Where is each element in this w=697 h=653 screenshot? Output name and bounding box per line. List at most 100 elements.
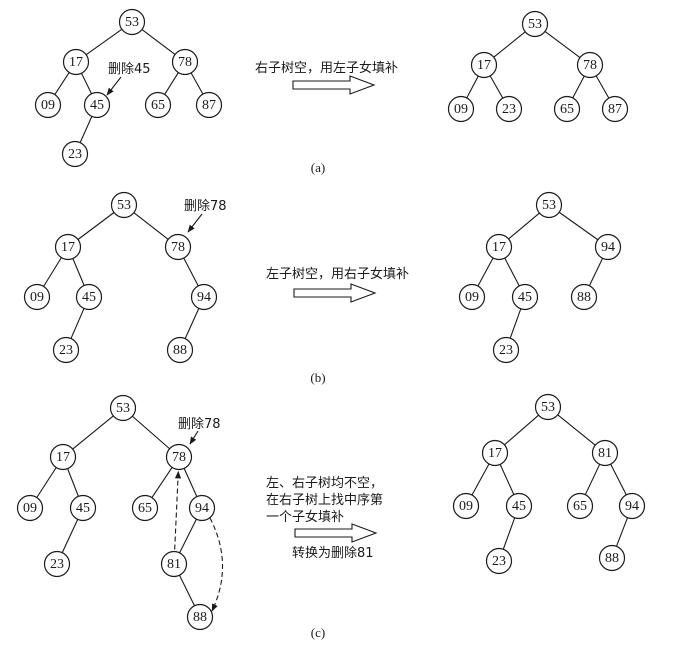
edge-45-23 xyxy=(61,519,79,553)
node-label: 88 xyxy=(577,290,591,305)
edge-17-09 xyxy=(477,257,494,287)
node-circle xyxy=(49,443,77,471)
node-53: 53 xyxy=(535,191,563,219)
node-09: 09 xyxy=(447,95,475,123)
node-17: 17 xyxy=(62,48,90,76)
edge-17-09 xyxy=(466,75,479,99)
edge-78-65 xyxy=(572,75,585,99)
node-17: 17 xyxy=(485,233,513,261)
node-circle xyxy=(511,283,539,311)
node-circle xyxy=(535,191,563,219)
node-88: 88 xyxy=(166,336,194,364)
node-65: 65 xyxy=(131,494,159,522)
node-label: 65 xyxy=(138,501,152,516)
node-circle xyxy=(452,492,480,520)
node-94: 94 xyxy=(594,233,622,261)
node-label: 09 xyxy=(459,499,473,514)
node-label: 17 xyxy=(477,58,491,73)
node-label: 45 xyxy=(518,290,532,305)
edge-53-78 xyxy=(132,415,170,450)
node-circle xyxy=(34,91,62,119)
node-circle xyxy=(62,48,90,76)
node-87: 87 xyxy=(195,91,223,119)
node-circle xyxy=(618,492,646,520)
node-65: 65 xyxy=(553,95,581,123)
node-circle xyxy=(186,603,214,631)
node-circle xyxy=(576,51,604,79)
edge-53-78 xyxy=(544,31,581,58)
dashed-arrow-94-88 xyxy=(209,517,224,612)
edge-81-94 xyxy=(610,463,627,496)
edge-78-87 xyxy=(190,72,204,95)
node-label: 53 xyxy=(542,198,556,213)
node-label: 09 xyxy=(23,501,37,516)
node-circle xyxy=(43,550,71,578)
annotation-a-text: 删除45 xyxy=(108,62,151,77)
node-circle xyxy=(131,494,159,522)
edge-94-88 xyxy=(588,258,604,286)
node-label: 23 xyxy=(68,147,82,162)
edge-17-09 xyxy=(471,463,490,496)
node-circle xyxy=(23,283,51,311)
edge-78-94 xyxy=(183,257,199,287)
caption-c: (c) xyxy=(311,625,325,640)
edge-94-88 xyxy=(184,308,200,339)
node-label: 17 xyxy=(488,446,502,461)
edge-53-94 xyxy=(558,211,599,241)
node-78: 78 xyxy=(576,51,604,79)
node-circle xyxy=(165,443,193,471)
operation-c-note: 转换为删除81 xyxy=(292,546,374,561)
node-circle xyxy=(570,283,598,311)
node-label: 53 xyxy=(541,400,555,415)
edge-78-65 xyxy=(151,467,173,498)
edge-53-78 xyxy=(141,29,176,55)
node-circle xyxy=(166,336,194,364)
node-circle xyxy=(492,336,520,364)
operation-c-line-2: 在右子树上找中序第 xyxy=(266,493,383,508)
node-label: 94 xyxy=(197,290,211,305)
edge-53-81 xyxy=(557,414,596,446)
annotation-b: 删除78 xyxy=(184,199,227,233)
node-87: 87 xyxy=(601,95,629,123)
node-label: 53 xyxy=(117,198,131,213)
edge-17-45 xyxy=(67,468,79,497)
node-09: 09 xyxy=(458,283,486,311)
node-65: 65 xyxy=(566,492,594,520)
annotation-a-pointer xyxy=(106,76,122,96)
node-label: 17 xyxy=(492,240,506,255)
node-label: 65 xyxy=(151,98,165,113)
node-label: 81 xyxy=(598,446,612,461)
node-09: 09 xyxy=(23,283,51,311)
node-label: 23 xyxy=(59,343,73,358)
node-88: 88 xyxy=(598,544,626,572)
node-circle xyxy=(171,48,199,76)
node-45: 45 xyxy=(83,91,111,119)
node-17: 17 xyxy=(470,51,498,79)
node-45: 45 xyxy=(69,494,97,522)
node-circle xyxy=(481,439,509,467)
node-label: 81 xyxy=(167,557,181,572)
node-circle xyxy=(495,95,523,123)
annotation-c-text: 删除78 xyxy=(178,417,221,432)
node-circle xyxy=(505,492,533,520)
edge-17-45 xyxy=(72,258,85,286)
edge-94-88 xyxy=(615,517,629,547)
node-23: 23 xyxy=(495,95,523,123)
edge-45-23 xyxy=(70,308,85,339)
node-label: 78 xyxy=(171,240,185,255)
node-17: 17 xyxy=(49,443,77,471)
edge-17-45 xyxy=(80,72,93,95)
node-label: 23 xyxy=(502,102,516,117)
node-circle xyxy=(144,91,172,119)
node-23: 23 xyxy=(485,547,513,575)
node-circle xyxy=(83,91,111,119)
node-78: 78 xyxy=(165,443,193,471)
node-23: 23 xyxy=(43,550,71,578)
node-45: 45 xyxy=(505,492,533,520)
node-label: 78 xyxy=(172,450,186,465)
node-circle xyxy=(447,95,475,123)
